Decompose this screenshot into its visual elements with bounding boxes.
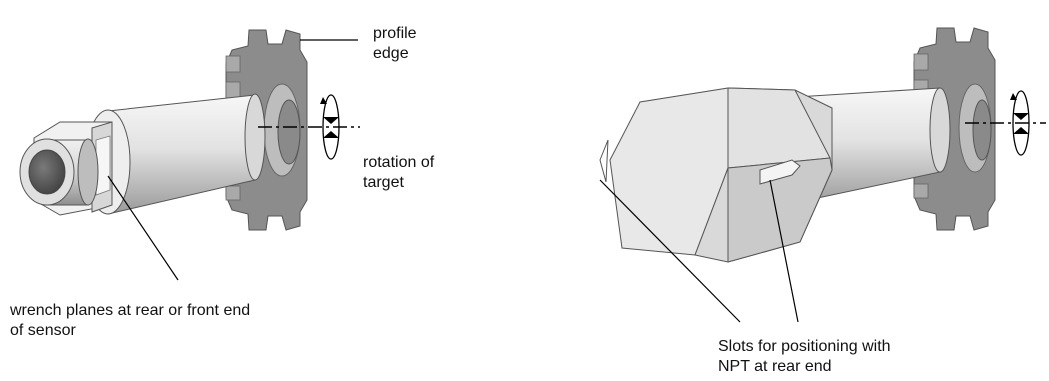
label-rotation-line1: rotation of xyxy=(363,154,435,171)
label-wrench-planes: wrench planes at rear or front end of se… xyxy=(10,301,250,341)
right-rotation-indicator xyxy=(965,90,1046,156)
label-rotation-line2: target xyxy=(363,174,404,191)
label-slots-line1: Slots for positioning with xyxy=(718,338,891,355)
rotation-arrow-icon xyxy=(322,94,340,160)
label-profile-line2: edge xyxy=(373,45,409,62)
leader-slot-left xyxy=(599,179,741,323)
label-profile-line1: profile xyxy=(373,25,417,42)
label-profile-edge: profile edge xyxy=(373,24,417,64)
right-hex-body xyxy=(599,87,833,263)
leader-wrench xyxy=(107,175,179,281)
label-rotation-of-target: rotation of target xyxy=(363,153,434,193)
left-rotation-indicator xyxy=(258,94,360,160)
rotation-arrow-icon xyxy=(1012,90,1030,156)
label-slots-positioning: Slots for positioning with NPT at rear e… xyxy=(718,337,891,377)
label-wrench-line1: wrench planes at rear or front end xyxy=(10,302,251,319)
left-sensor-nose xyxy=(19,138,99,206)
label-wrench-line2: of sensor xyxy=(10,322,76,339)
leader-slot-right xyxy=(769,179,799,323)
label-slots-line2: NPT at rear end xyxy=(718,358,832,375)
